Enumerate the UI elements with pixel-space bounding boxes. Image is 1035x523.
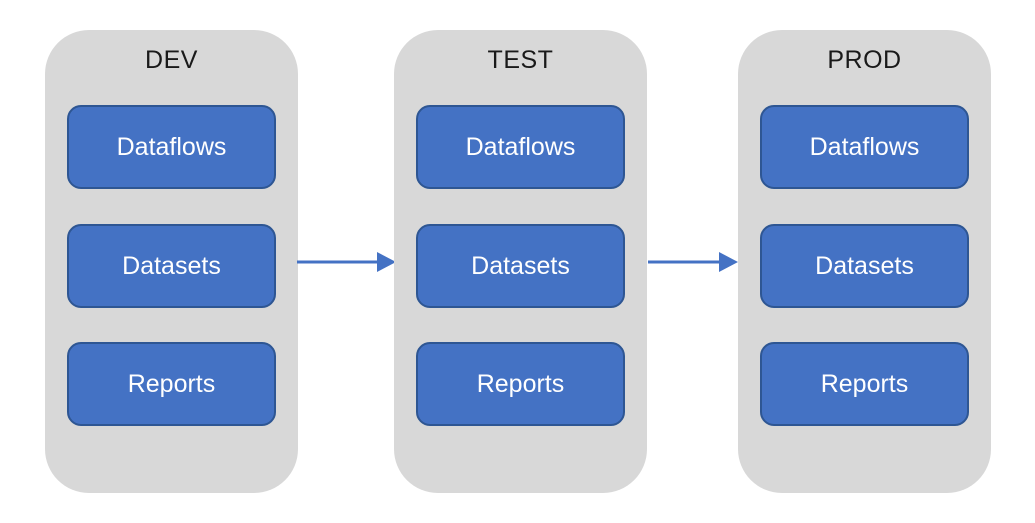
stage-prod-title: PROD: [827, 46, 902, 74]
stage-dev: DEV Dataflows Datasets Reports: [45, 30, 298, 493]
test-reports-box: Reports: [416, 342, 625, 426]
prod-datasets-box: Datasets: [760, 224, 969, 308]
stage-dev-title: DEV: [145, 46, 198, 74]
dev-dataflows-box: Dataflows: [67, 105, 276, 189]
test-datasets-label: Datasets: [471, 251, 570, 280]
dev-datasets-box: Datasets: [67, 224, 276, 308]
test-dataflows-label: Dataflows: [465, 132, 576, 161]
stage-test-title: TEST: [487, 46, 554, 74]
prod-dataflows-label: Dataflows: [809, 132, 920, 161]
arrow-test-to-prod: [648, 248, 738, 276]
right-arrow-icon: [648, 252, 738, 272]
prod-reports-box: Reports: [760, 342, 969, 426]
dev-reports-box: Reports: [67, 342, 276, 426]
test-reports-label: Reports: [476, 369, 565, 398]
dev-dataflows-label: Dataflows: [116, 132, 227, 161]
test-datasets-box: Datasets: [416, 224, 625, 308]
dev-reports-label: Reports: [127, 369, 216, 398]
stage-test: TEST Dataflows Datasets Reports: [394, 30, 647, 493]
test-dataflows-box: Dataflows: [416, 105, 625, 189]
prod-dataflows-box: Dataflows: [760, 105, 969, 189]
arrow-dev-to-test: [297, 248, 396, 276]
right-arrow-icon: [297, 252, 396, 272]
prod-reports-label: Reports: [820, 369, 909, 398]
prod-datasets-label: Datasets: [815, 251, 914, 280]
stage-prod: PROD Dataflows Datasets Reports: [738, 30, 991, 493]
dev-datasets-label: Datasets: [122, 251, 221, 280]
